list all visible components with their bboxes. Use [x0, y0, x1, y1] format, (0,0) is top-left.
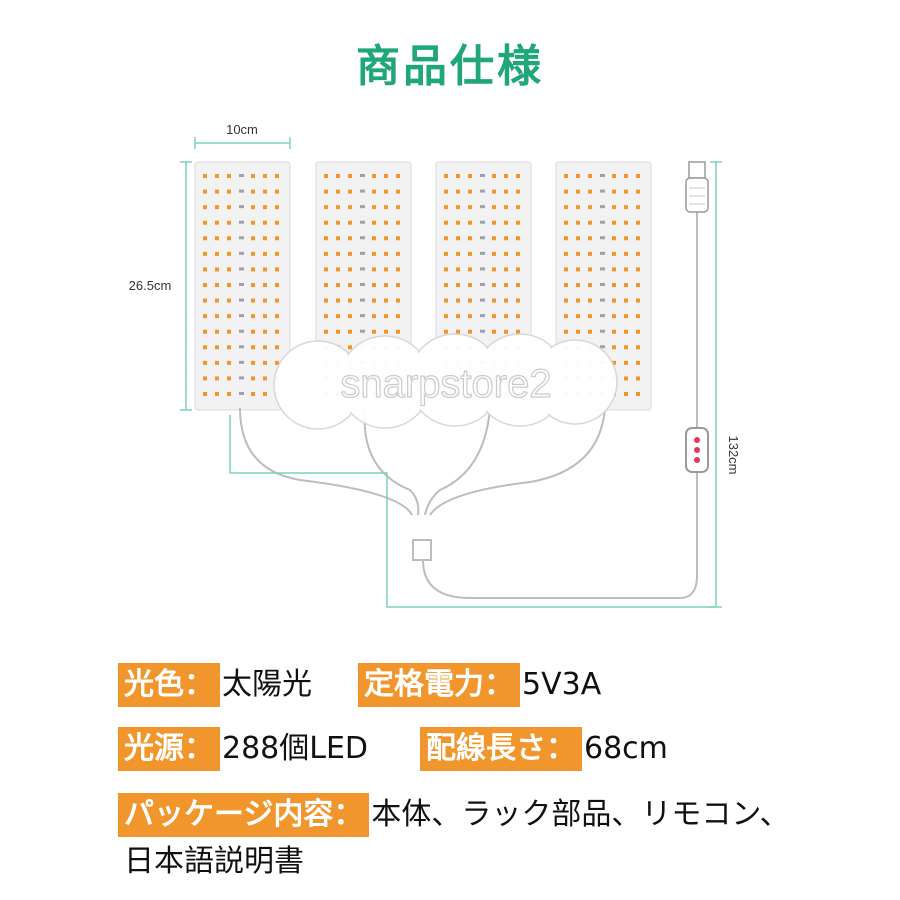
spec-label-package: パッケージ内容：: [118, 793, 370, 837]
remote-controller-icon: [685, 427, 709, 473]
spec-value-light-color: 太陽光: [222, 667, 312, 702]
cable-4: [429, 407, 606, 516]
cable-main: [422, 470, 698, 599]
spec-label-light-source: 光源：: [118, 727, 220, 771]
dimension-height: 26.5cm: [129, 278, 172, 293]
spec-value-rated-power: 5V3A: [522, 667, 602, 702]
dimension-lines: [180, 137, 722, 608]
product-diagram: 10cm 26.5cm 132cm snarpstore2: [129, 122, 741, 608]
spec-value-wire-length: 68cm: [584, 731, 668, 766]
spec-light-color: 光色： 太陽光: [118, 663, 312, 707]
usb-plug-icon: [685, 161, 709, 213]
dimension-cable: 132cm: [726, 435, 741, 474]
cable-2: [363, 407, 420, 516]
watermark: snarpstore2: [273, 333, 618, 430]
spec-light-source: 光源： 288個LED: [118, 727, 368, 771]
spec-rated-power: 定格電力： 5V3A: [358, 663, 601, 707]
cable-1: [239, 407, 413, 516]
spec-package: パッケージ内容： 本体、ラック部品、リモコン、: [118, 793, 790, 837]
connector-box: [412, 539, 432, 561]
spec-label-wire-length: 配線長さ：: [420, 727, 582, 771]
led-panel-icon: [194, 161, 291, 411]
spec-label-rated-power: 定格電力：: [358, 663, 520, 707]
cable-group: [239, 210, 698, 599]
spec-label-light-color: 光色：: [118, 663, 220, 707]
cable-3: [424, 407, 491, 516]
spec-value-package-cont: 日本語説明書: [124, 844, 304, 879]
spec-value-package: 本体、ラック部品、リモコン、: [371, 797, 790, 832]
watermark-text: snarpstore2: [340, 362, 551, 406]
page-title: 商品仕様: [356, 41, 544, 92]
dimension-width: 10cm: [226, 122, 258, 137]
spec-wire-length: 配線長さ： 68cm: [420, 727, 668, 771]
led-panels: [194, 161, 652, 411]
spec-value-light-source: 288個LED: [222, 731, 369, 766]
